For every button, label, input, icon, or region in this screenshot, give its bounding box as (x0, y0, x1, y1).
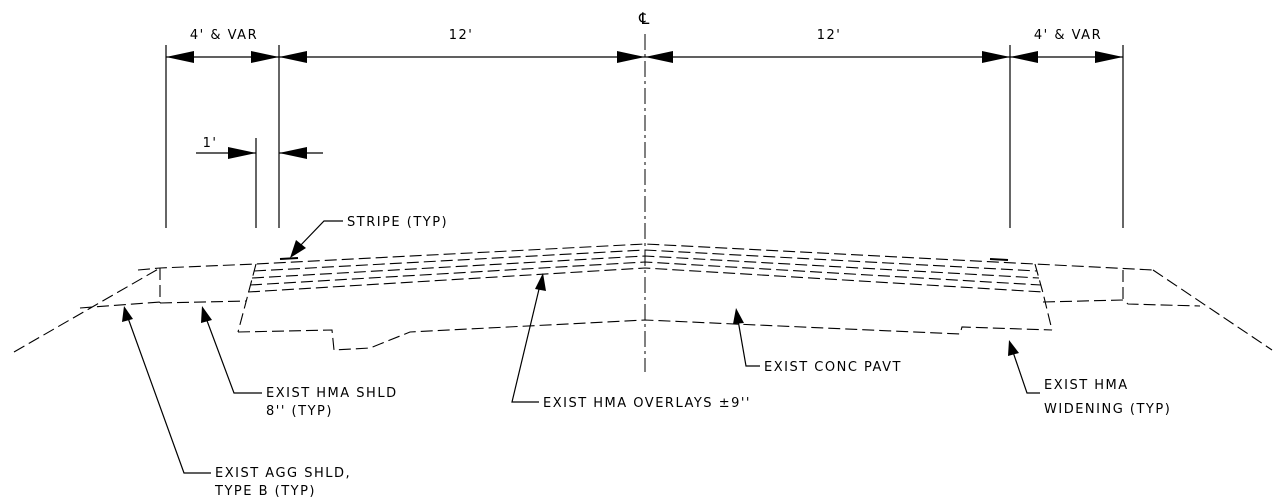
callout-hma-widening-line2: WIDENING (TYP) (1044, 402, 1171, 417)
leader-hma-shld (205, 317, 262, 394)
dim-left-lane: 12' (449, 28, 474, 43)
callout-hma-widening-line1: EXIST HMA (1044, 378, 1129, 393)
offset-dimension (196, 147, 323, 159)
callout-hma-overlays: EXIST HMA OVERLAYS ±9'' (543, 396, 751, 411)
leader-hma-widening (1012, 351, 1040, 394)
dim-right-lane: 12' (817, 28, 842, 43)
callout-hma-shld-line2: 8'' (TYP) (266, 404, 333, 419)
pavement-section (13, 243, 1273, 353)
leader-agg-shld (127, 317, 211, 474)
callout-conc-pavt: EXIST CONC PAVT (764, 360, 902, 375)
callout-agg-shld-line2: TYPE B (TYP) (214, 484, 316, 499)
callout-stripe: STRIPE (TYP) (347, 215, 448, 230)
leader-stripe (297, 220, 343, 249)
dim-right-shoulder: 4' & VAR (1034, 28, 1102, 43)
dim-offset: 1' (203, 136, 218, 151)
leader-conc-pavt (737, 319, 760, 367)
stripe-mark-right (989, 258, 1009, 261)
centerline-symbol: ℄ (638, 9, 651, 28)
leader-hma-overlays (511, 284, 541, 403)
callout-hma-shld-line1: EXIST HMA SHLD (266, 386, 398, 401)
dim-left-shoulder: 4' & VAR (190, 28, 258, 43)
stripe-mark-left (279, 257, 299, 260)
callout-agg-shld-line1: EXIST AGG SHLD, (215, 466, 351, 481)
dimension-line-top (166, 51, 1123, 63)
